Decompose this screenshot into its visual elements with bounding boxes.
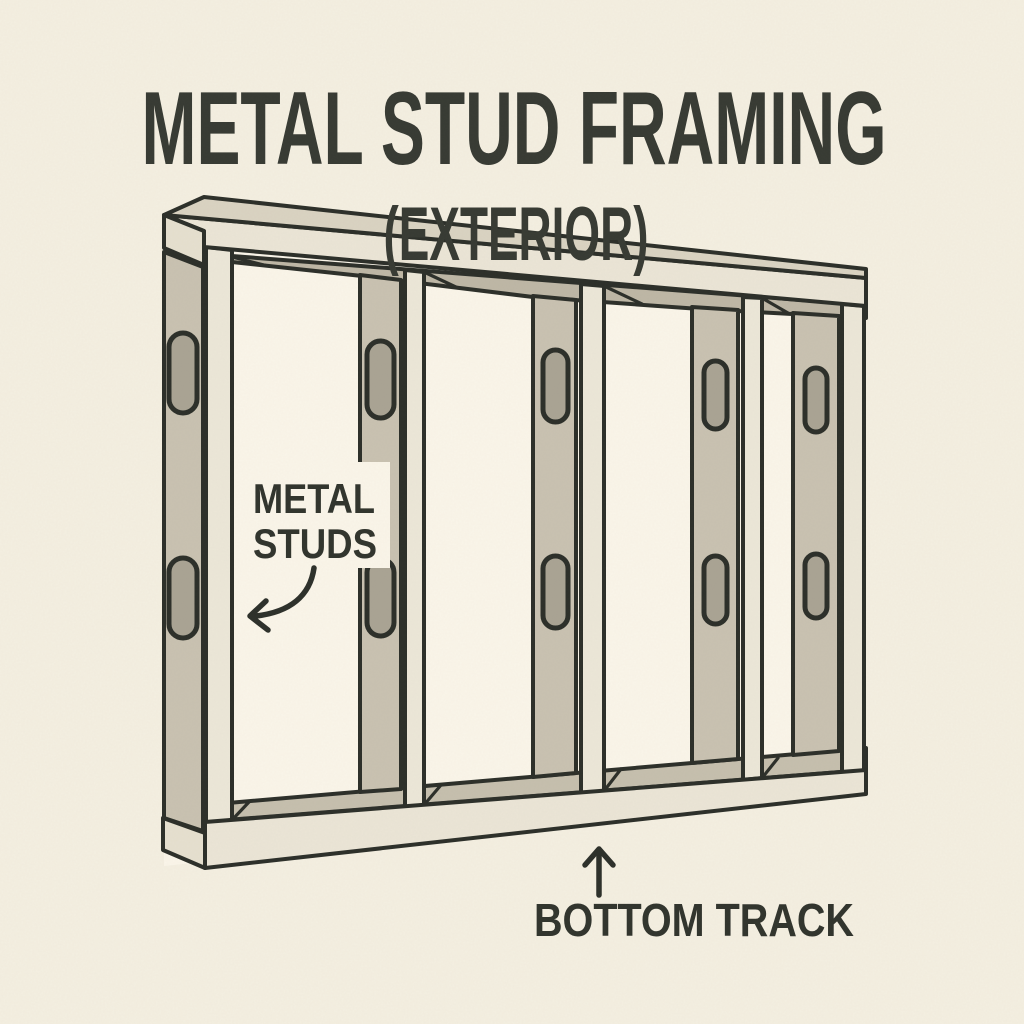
paper-grain-overlay bbox=[0, 0, 1024, 1024]
metal-stud-framing-page: METAL STUD FRAMING (EXTERIOR) METAL STUD… bbox=[0, 0, 1024, 1024]
metal-stud-framing-diagram: METAL STUD FRAMING (EXTERIOR) METAL STUD… bbox=[0, 0, 1024, 1024]
